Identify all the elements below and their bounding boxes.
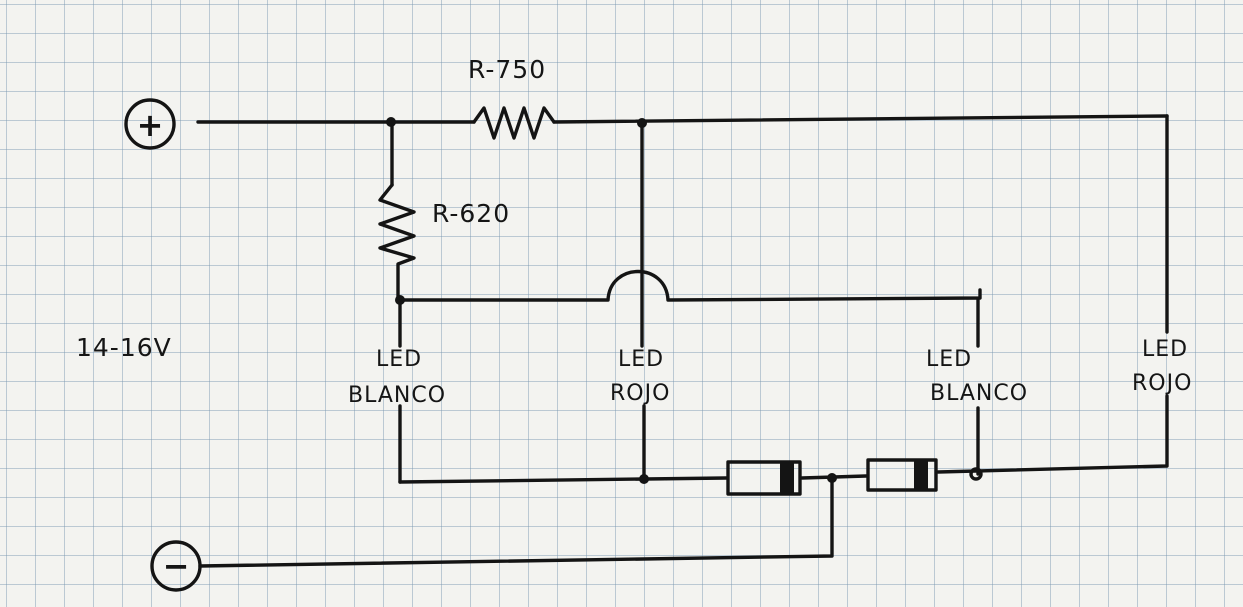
diode-1-body	[726, 460, 802, 496]
diode-2-band	[914, 460, 928, 490]
led3-type: LED	[926, 347, 972, 372]
led4-type: LED	[1142, 337, 1188, 362]
led1-label: LED BLANCO	[348, 347, 446, 408]
junction-dot	[386, 117, 396, 127]
junction-dot	[639, 474, 649, 484]
led1-color: BLANCO	[348, 383, 446, 408]
negative-return-wire	[198, 476, 834, 568]
positive-terminal: +	[124, 98, 176, 150]
led4-lower-wire	[936, 394, 1169, 474]
led4-label: LED ROJO	[1132, 337, 1192, 396]
r750-resistor-symbol	[472, 106, 556, 140]
diode-1-band	[780, 462, 794, 494]
led3-label: LED BLANCO	[926, 347, 1028, 406]
diode-1	[726, 460, 802, 496]
led3-color: BLANCO	[930, 381, 1028, 406]
mid-wire-with-crossover	[396, 269, 982, 302]
negative-terminal: −	[150, 540, 202, 592]
junction-dot	[637, 118, 647, 128]
diode-2-body	[866, 458, 938, 492]
led2-label: LED ROJO	[610, 347, 670, 406]
diode-2	[866, 458, 938, 492]
junction-dot	[969, 467, 983, 481]
led2-type: LED	[618, 347, 664, 372]
led4-color: ROJO	[1132, 371, 1192, 396]
r750-label: R-750	[468, 55, 546, 84]
positive-terminal-symbol: +	[137, 106, 164, 144]
positive-terminal-circle	[124, 98, 176, 150]
top-rail-wire-right	[552, 114, 1169, 124]
led1-type: LED	[376, 347, 422, 372]
voltage-label: 14-16V	[76, 333, 172, 362]
r620-label: R-620	[432, 199, 510, 228]
bottom-rail-wire	[398, 476, 728, 484]
led2-color: ROJO	[610, 381, 670, 406]
junction-dot	[827, 473, 837, 483]
r620-resistor-symbol	[378, 183, 416, 302]
negative-terminal-symbol: −	[163, 547, 190, 585]
junction-dot	[395, 295, 405, 305]
